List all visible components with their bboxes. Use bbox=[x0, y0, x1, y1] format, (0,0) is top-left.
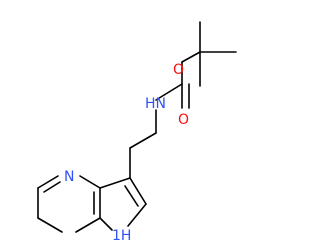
bond-nh-carbonyl-c bbox=[155, 83, 183, 101]
atom-o-carbonyl: O bbox=[178, 112, 189, 128]
bond-o-tbu-c bbox=[181, 51, 201, 63]
molecule-diagram: N 1H HN O O bbox=[37, 21, 237, 244]
bond-c6-n bbox=[79, 175, 101, 189]
bond-n1-c7a bbox=[99, 217, 113, 231]
atom-n-pyridine: N bbox=[64, 169, 74, 185]
bond-c3-c2-double bbox=[124, 185, 139, 207]
bond-c3a-c3 bbox=[99, 177, 131, 189]
bond-c3-c2 bbox=[129, 177, 147, 205]
bond-n4-c5 bbox=[75, 217, 101, 233]
bond-c7a-c7 bbox=[37, 217, 63, 233]
atom-n-indole: 1H bbox=[112, 228, 131, 244]
bond-n-c3a-double bbox=[43, 181, 61, 193]
bond-n-c3a bbox=[37, 175, 59, 189]
atom-n-carbamate: HN bbox=[145, 96, 166, 112]
molecule-structure: N 1H HN O O bbox=[37, 21, 237, 244]
bond-c2-n1 bbox=[127, 203, 147, 227]
bond-ch2a-ch2b bbox=[129, 132, 157, 149]
atom-o-ester: O bbox=[173, 62, 184, 78]
